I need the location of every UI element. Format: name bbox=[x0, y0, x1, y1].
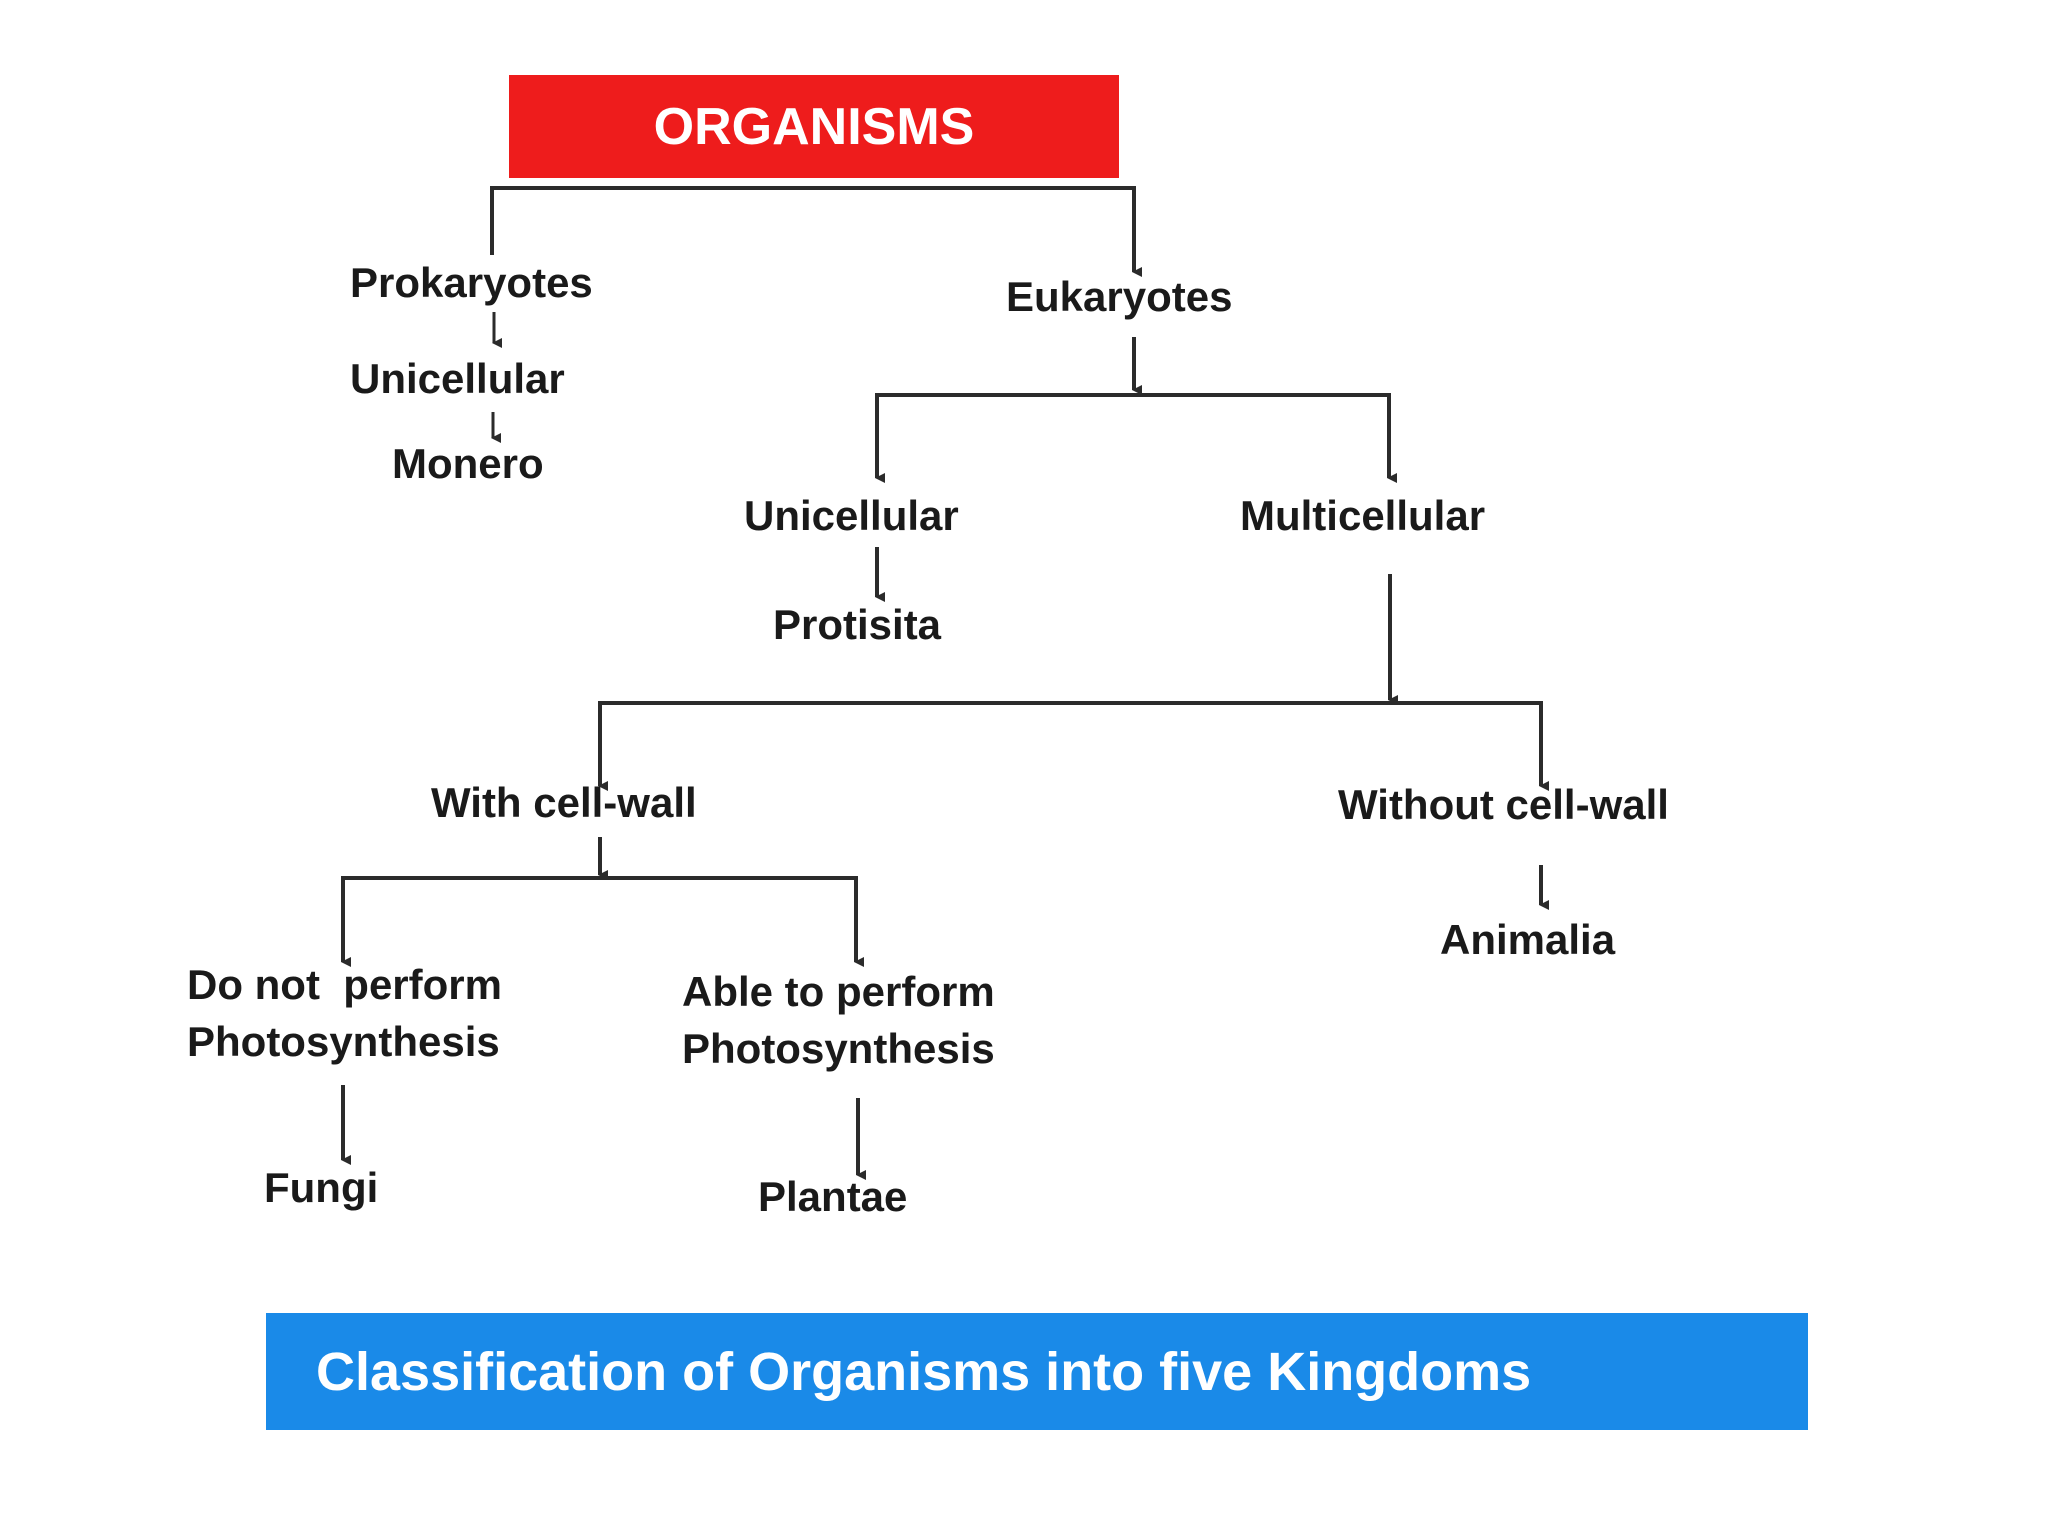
protisita-label: Protisita bbox=[773, 601, 942, 648]
prokaryotes-label: Prokaryotes bbox=[350, 259, 593, 306]
organisms-title: ORGANISMS bbox=[509, 75, 1119, 178]
without-cell-wall-label: Without cell-wall bbox=[1338, 781, 1669, 828]
prok-unicellular-label: Unicellular bbox=[350, 355, 565, 402]
multicellular-label: Multicellular bbox=[1240, 492, 1486, 539]
photosynthesis-label: Able to perform Photosynthesis bbox=[682, 964, 995, 1077]
monero-label: Monero bbox=[392, 440, 544, 487]
animalia-label: Animalia bbox=[1440, 916, 1616, 963]
multicellular-split bbox=[598, 701, 1549, 791]
with-cell-wall-label: With cell-wall bbox=[431, 779, 697, 826]
eukaryotes-label: Eukaryotes bbox=[1006, 273, 1233, 320]
caption-banner: Classification of Organisms into five Ki… bbox=[266, 1313, 1808, 1430]
plantae-label: Plantae bbox=[758, 1173, 908, 1220]
no-photosynthesis-label: Do not perform Photosynthesis bbox=[187, 957, 502, 1070]
photosynthesis-line2: Photosynthesis bbox=[682, 1024, 995, 1072]
no-photosynthesis-line1: Do not perform bbox=[187, 961, 502, 1008]
euk-unicellular-label: Unicellular bbox=[744, 492, 959, 539]
eukaryotes-split bbox=[875, 393, 1397, 483]
fungi-label: Fungi bbox=[264, 1164, 379, 1211]
no-photosynthesis-line2: Photosynthesis bbox=[187, 1017, 500, 1065]
with-cell-wall-split bbox=[341, 876, 864, 967]
organisms-connector bbox=[490, 186, 1142, 277]
photosynthesis-line1: Able to perform bbox=[682, 968, 995, 1015]
